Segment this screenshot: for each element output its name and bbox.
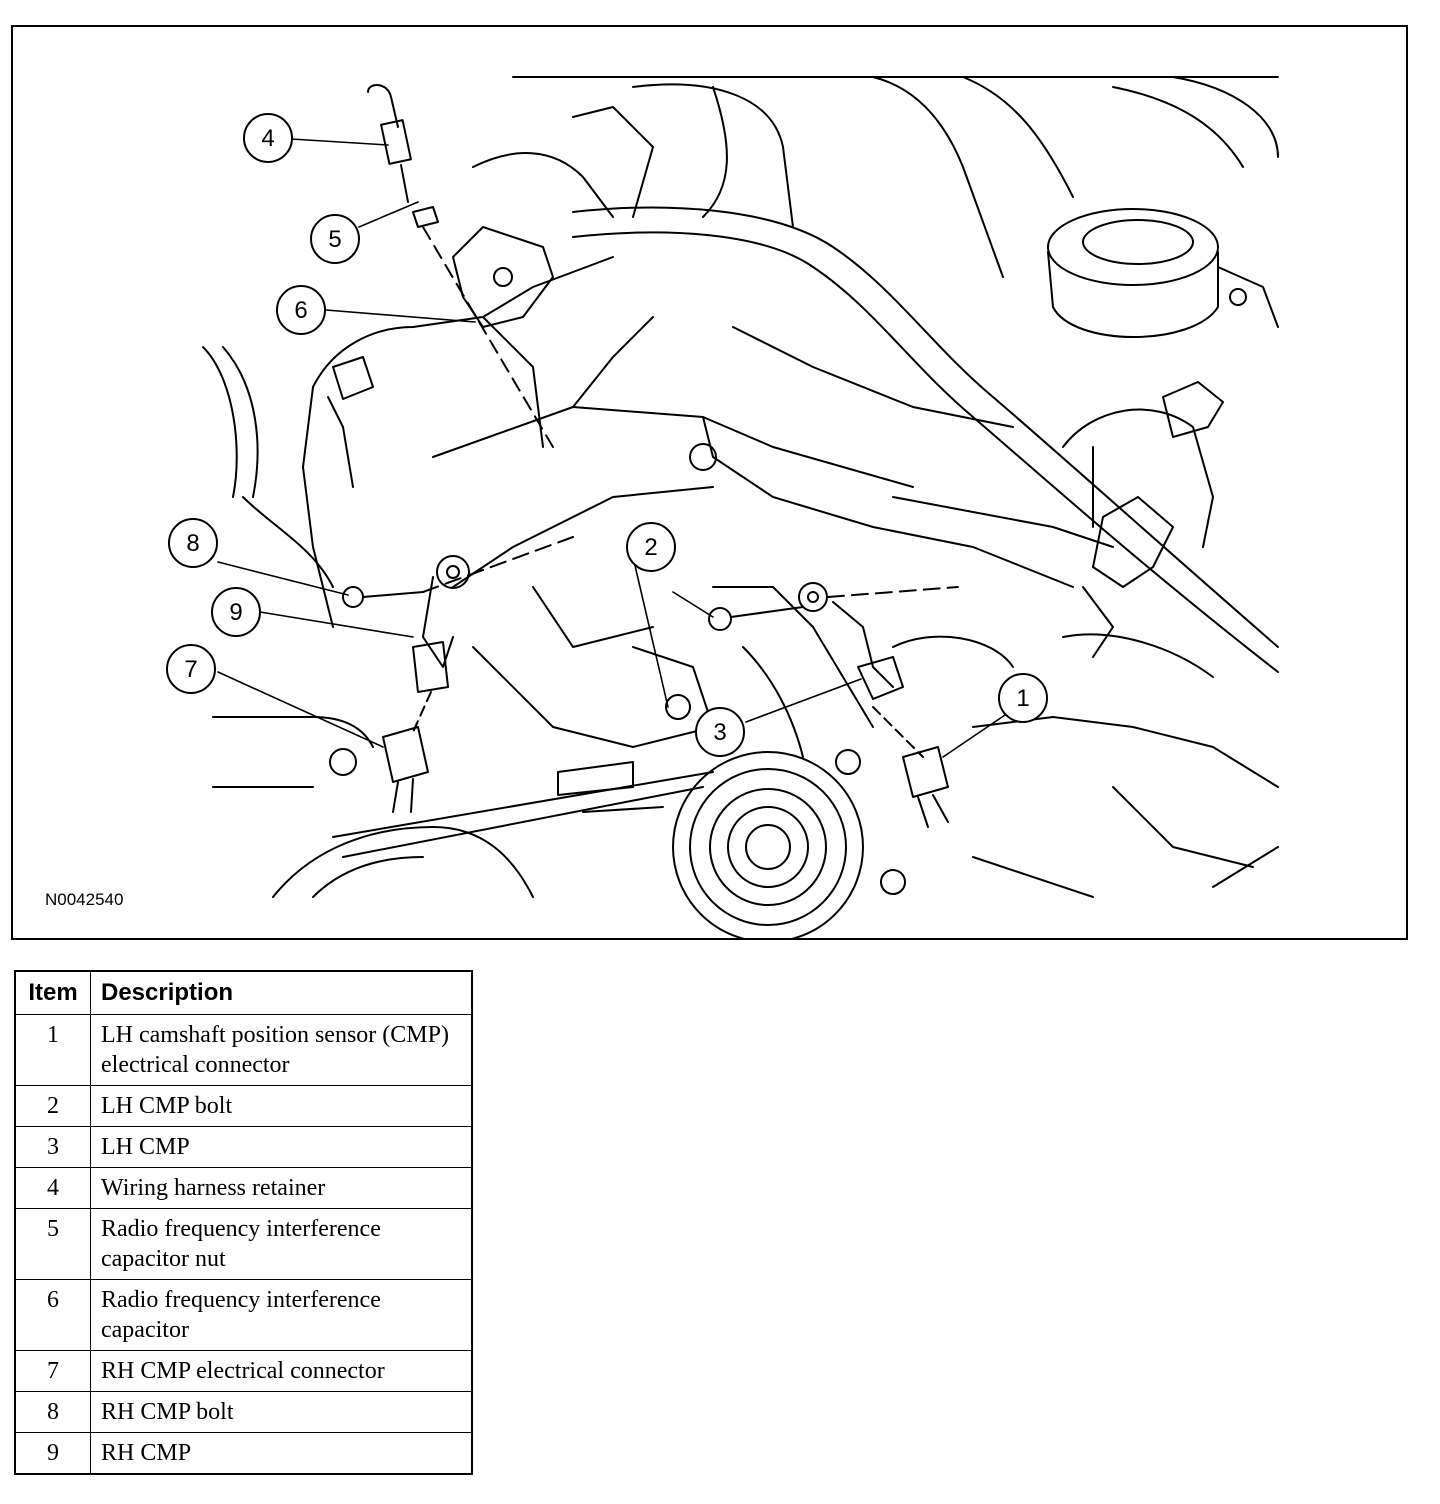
crank-pulley — [272, 751, 864, 940]
item-description: LH CMP — [90, 1126, 473, 1168]
item-number: 6 — [14, 1279, 91, 1351]
item-description: RH CMP — [90, 1432, 473, 1475]
table-row: 4 Wiring harness retainer — [14, 1167, 473, 1209]
item-number: 7 — [14, 1350, 91, 1392]
item-number: 9 — [14, 1432, 91, 1475]
figure-frame: 4 5 6 8 9 7 2 3 1 N0042540 — [11, 25, 1408, 940]
leader-lines — [217, 138, 1006, 758]
table-row: 7 RH CMP electrical connector — [14, 1350, 473, 1392]
engine-line-drawing: 4 5 6 8 9 7 2 3 1 — [166, 76, 1279, 940]
item-description: LH CMP bolt — [90, 1085, 473, 1127]
lh-cmp-assembly — [665, 288, 1247, 895]
item-description: Radio frequency interference capacitor — [90, 1279, 473, 1351]
description-header: Description — [90, 970, 473, 1015]
item-description: RH CMP bolt — [90, 1391, 473, 1433]
table-row: 3 LH CMP — [14, 1126, 473, 1168]
callout-5: 5 — [328, 226, 341, 253]
item-number: 8 — [14, 1391, 91, 1433]
item-number: 1 — [14, 1014, 91, 1086]
item-description: Radio frequency interference capacitor n… — [90, 1208, 473, 1280]
left-hoses — [202, 346, 374, 788]
item-description: Wiring harness retainer — [90, 1167, 473, 1209]
cylinder-head — [302, 256, 1214, 628]
item-header: Item — [14, 970, 91, 1015]
legend-header-row: Item Description — [14, 970, 473, 1015]
callout-labels: 4 5 6 8 9 7 2 3 1 — [184, 125, 1029, 746]
item-number: 5 — [14, 1208, 91, 1280]
callout-circles — [166, 113, 1048, 757]
item-description: RH CMP electrical connector — [90, 1350, 473, 1392]
fuel-rail — [572, 206, 1279, 673]
callout-8: 8 — [186, 530, 199, 557]
callout-9: 9 — [229, 599, 242, 626]
callout-4: 4 — [261, 125, 274, 152]
callout-1: 1 — [1016, 685, 1029, 712]
callout-2: 2 — [644, 534, 657, 561]
callout-7: 7 — [184, 656, 197, 683]
rh-cmp-assembly — [329, 536, 574, 813]
table-row: 1 LH camshaft position sensor (CMP) elec… — [14, 1014, 473, 1086]
item-description: LH camshaft position sensor (CMP) electr… — [90, 1014, 473, 1086]
lower-right-detail — [557, 761, 1279, 898]
callout-3: 3 — [713, 719, 726, 746]
table-row: 8 RH CMP bolt — [14, 1391, 473, 1433]
table-row: 9 RH CMP — [14, 1432, 473, 1475]
legend-table: Item Description 1 LH camshaft position … — [14, 970, 473, 1475]
intake-manifold — [472, 76, 1279, 278]
item-number: 4 — [14, 1167, 91, 1209]
table-row: 5 Radio frequency interference capacitor… — [14, 1208, 473, 1280]
table-row: 6 Radio frequency interference capacitor — [14, 1279, 473, 1351]
hose-clip — [1082, 381, 1224, 658]
callout-6: 6 — [294, 297, 307, 324]
oil-filler-cap — [1047, 208, 1279, 338]
table-row: 2 LH CMP bolt — [14, 1085, 473, 1127]
item-number: 3 — [14, 1126, 91, 1168]
figure-id-code: N0042540 — [45, 890, 124, 909]
item-number: 2 — [14, 1085, 91, 1127]
